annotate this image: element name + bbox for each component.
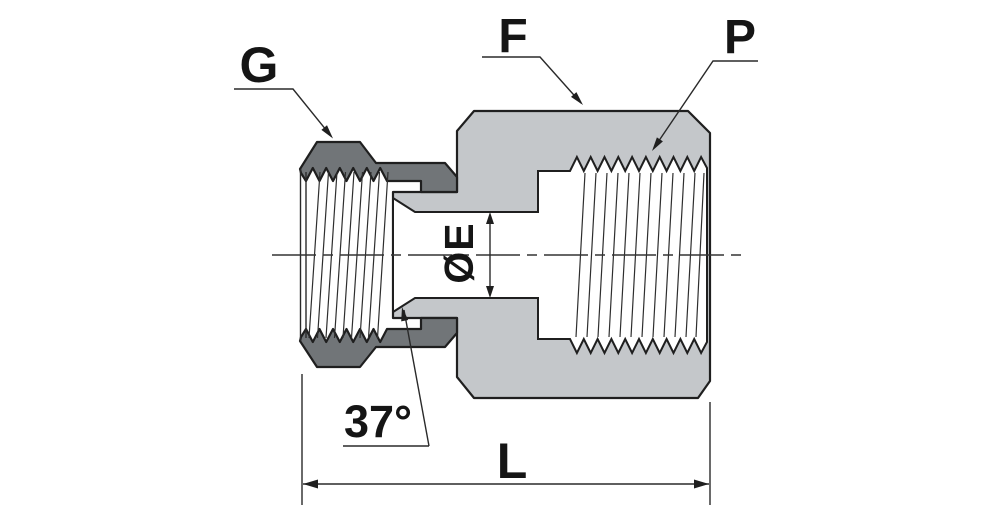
flare-angle-label: 37° [344,396,412,447]
flare-angle-dimension: 37° [343,307,430,447]
leader-g: G [234,37,333,139]
f-leader-line [482,56,582,104]
p-leader-arrowhead [652,137,663,151]
p-leader-line [653,60,758,149]
bore-diameter-label: ØE [436,222,482,283]
nut-upper-half [298,140,459,194]
length-arrow-left [303,479,318,489]
leader-p: P [652,11,758,151]
flare-angle-arrowhead [401,307,409,322]
g-leader-line [234,88,332,137]
flare-angle-lines [343,309,430,447]
length-arrow-right [694,479,709,489]
length-label: L [497,433,528,489]
bore-arrow-down [486,286,494,298]
g-leader-arrowhead [321,125,333,139]
label-f: F [498,10,527,63]
f-leader-arrowhead [571,92,583,105]
bore-arrow-up [486,212,494,224]
leader-f: F [482,10,583,105]
bore-dimension: ØE [436,212,494,298]
label-g: G [240,37,279,93]
length-dimension: L [301,374,711,505]
length-extension-lines [301,374,711,505]
label-p: P [724,11,756,64]
